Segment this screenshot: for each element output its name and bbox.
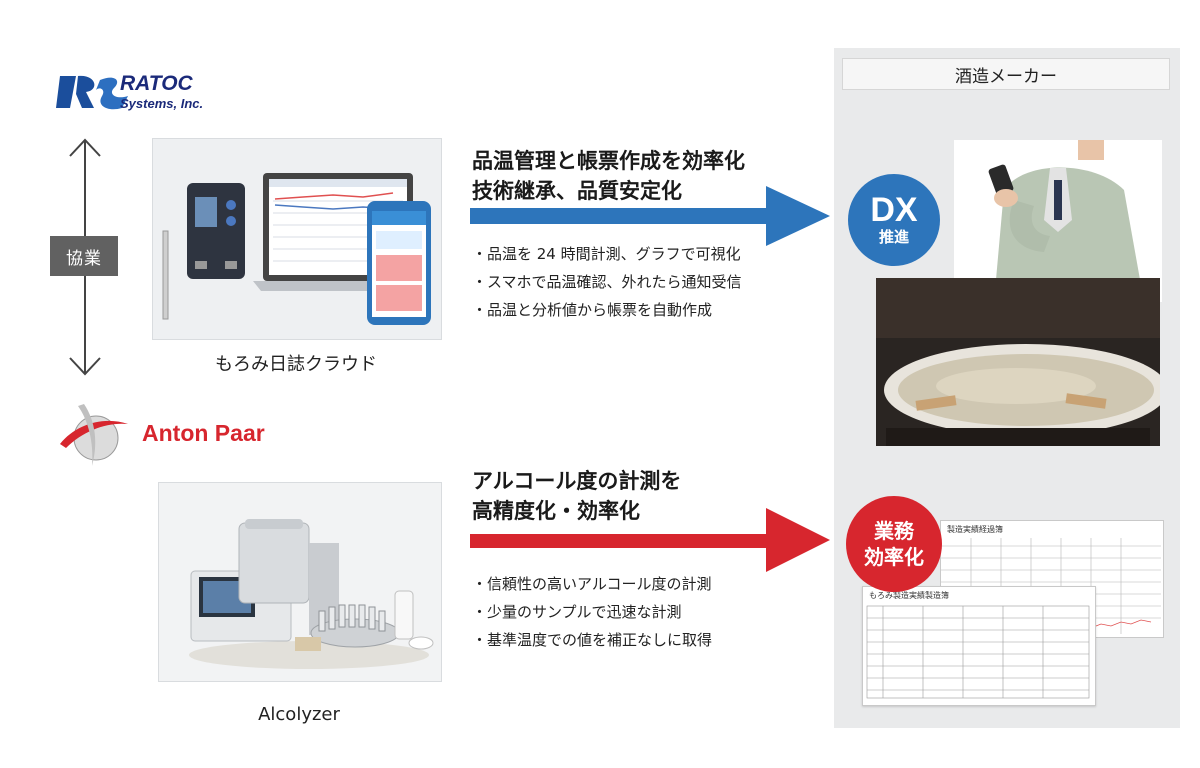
efficiency-badge-line-1: 業務 <box>874 519 914 543</box>
dx-promotion-badge: DX 推進 <box>848 174 940 266</box>
collaboration-badge: 協業 <box>50 236 118 276</box>
alcolyzer-instrument-illustration <box>189 519 434 669</box>
top-bullet-list: ・品温を 24 時間計測、グラフで可視化 ・スマホで品温確認、外れたら通知受信 … <box>472 240 812 324</box>
top-headline-line-1: 品温管理と帳票作成を効率化 <box>472 149 745 173</box>
worker-illustration <box>954 140 1162 302</box>
sheet-front-title: もろみ製造実績製造簿 <box>869 591 949 600</box>
top-bullet-item: ・スマホで品温確認、外れたら通知受信 <box>472 273 742 291</box>
production-record-sheet-front: もろみ製造実績製造簿 <box>862 586 1096 706</box>
dx-badge-main: DX <box>870 191 918 229</box>
sake-maker-title: 酒造メーカー <box>842 58 1170 90</box>
sheet-back-title: 製造実績経過簿 <box>947 525 1003 534</box>
alcolyzer-product-image <box>158 482 442 682</box>
moromi-cloud-product-image <box>152 138 442 340</box>
sheet-front-grid <box>866 605 1090 699</box>
top-bullet-item: ・品温と分析値から帳票を自動作成 <box>472 301 713 319</box>
efficiency-badge: 業務 効率化 <box>846 496 942 592</box>
ratoc-mark-icon <box>56 75 128 110</box>
bottom-headline-line-1: アルコール度の計測を <box>472 469 682 493</box>
bottom-headline: アルコール度の計測を 高精度化・効率化 <box>472 466 812 526</box>
ratoc-subname: Systems, Inc. <box>120 96 204 111</box>
fermentation-tank-photo <box>876 278 1160 446</box>
moromi-devices-illustration <box>162 173 431 325</box>
ratoc-name: RATOC <box>120 72 193 95</box>
anton-paar-mark-icon <box>60 404 128 466</box>
worker-with-phone-photo <box>954 140 1162 302</box>
bottom-headline-line-2: 高精度化・効率化 <box>472 499 640 523</box>
moromi-cloud-caption: もろみ日誌クラウド <box>215 354 377 375</box>
top-bullet-item: ・品温を 24 時間計測、グラフで可視化 <box>472 245 741 263</box>
bottom-bullet-item: ・少量のサンプルで迅速な計測 <box>472 603 682 621</box>
bottom-bullet-item: ・信頼性の高いアルコール度の計測 <box>472 575 712 593</box>
bottom-bullet-list: ・信頼性の高いアルコール度の計測 ・少量のサンプルで迅速な計測 ・基準温度での値… <box>472 570 812 654</box>
efficiency-badge-line-2: 効率化 <box>864 545 924 569</box>
top-headline: 品温管理と帳票作成を効率化 技術継承、品質安定化 <box>472 146 812 206</box>
top-headline-line-2: 技術継承、品質安定化 <box>472 179 682 203</box>
red-arrow-icon <box>470 508 830 572</box>
blue-arrow-icon <box>470 186 830 246</box>
moromi-tank-illustration <box>876 278 1160 446</box>
bottom-bullet-item: ・基準温度での値を補正なしに取得 <box>472 631 713 649</box>
ratoc-logo: RATOC Systems, Inc. <box>56 68 216 118</box>
anton-paar-logo: Anton Paar <box>58 400 308 470</box>
anton-paar-name: Anton Paar <box>142 420 265 446</box>
dx-badge-sub: 推進 <box>878 228 909 246</box>
alcolyzer-caption: Alcolyzer <box>258 704 340 725</box>
